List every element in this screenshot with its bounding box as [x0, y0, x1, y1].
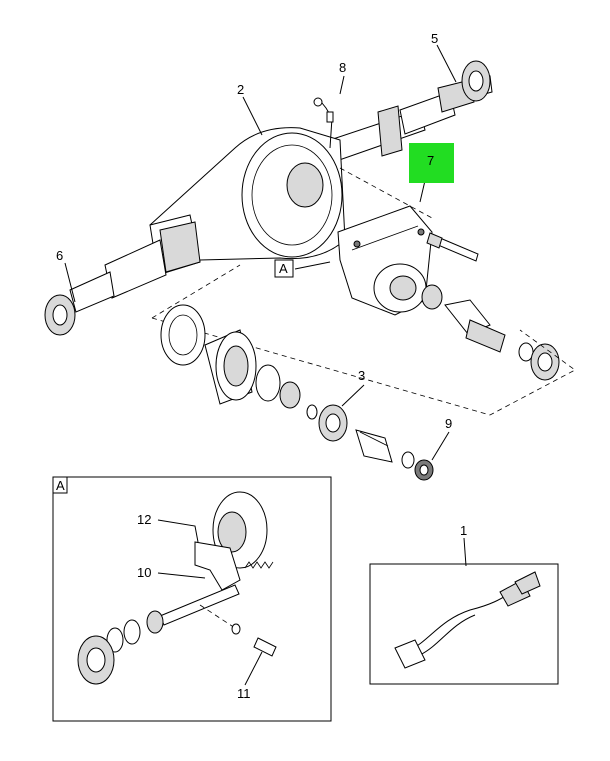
callout-7: 7	[427, 153, 434, 168]
breather-vent	[313, 97, 334, 149]
callout-3: 3	[358, 368, 365, 383]
wiring-harness-box	[369, 563, 559, 685]
callout-10: 10	[137, 565, 151, 580]
view-ref-box	[274, 259, 294, 278]
inset-a-label: A	[56, 478, 65, 493]
view-ref-label: A	[279, 261, 288, 276]
inset-a-frame: A	[52, 476, 332, 722]
leader-lines	[64, 44, 467, 686]
differential-internals	[160, 304, 434, 481]
shift-sensor	[253, 637, 277, 657]
callout-5: 5	[431, 31, 438, 46]
axle-housing	[44, 60, 493, 336]
differential-carrier	[337, 205, 479, 316]
highlight-box-7[interactable]	[409, 143, 454, 183]
callout-12: 12	[137, 512, 151, 527]
callout-9: 9	[445, 416, 452, 431]
callout-6: 6	[56, 248, 63, 263]
pinion-assembly	[421, 284, 560, 381]
callout-2: 2	[237, 82, 244, 97]
callout-11: 11	[237, 686, 251, 701]
callout-8: 8	[339, 60, 346, 75]
callout-1: 1	[460, 523, 467, 538]
